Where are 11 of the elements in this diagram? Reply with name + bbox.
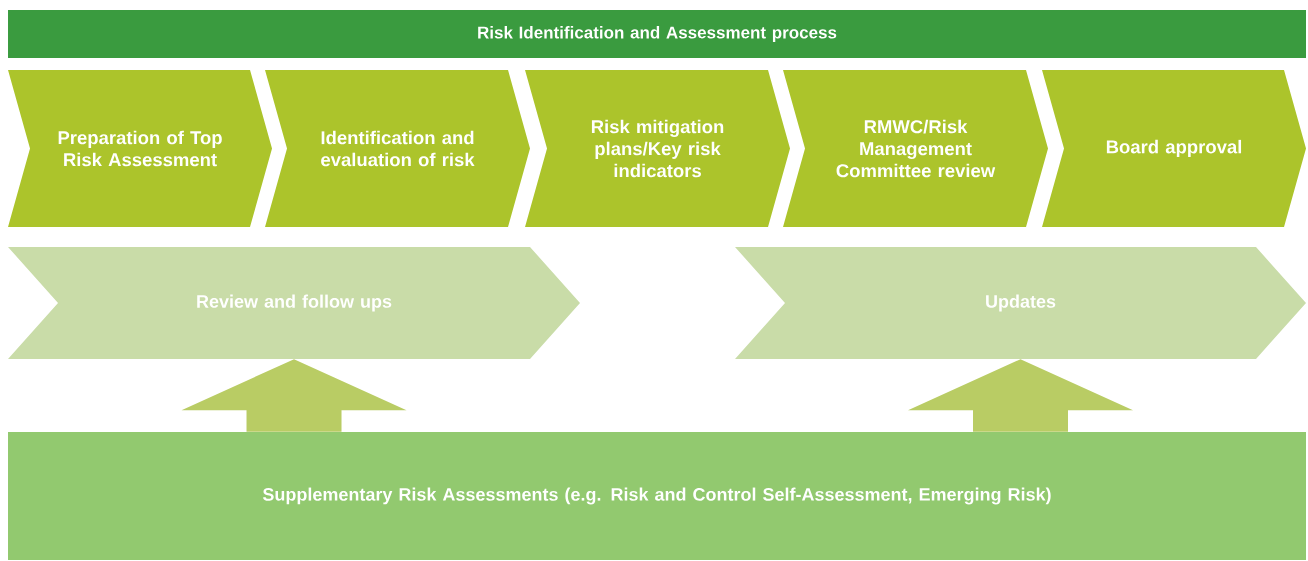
chevron-step: Review and follow ups <box>8 247 580 359</box>
chevron-step: Preparation of Top Risk Assessment <box>8 70 272 227</box>
banner-box: Risk Identification and Assessment process <box>8 10 1306 58</box>
block-arrow <box>908 359 1133 432</box>
banner-box: Supplementary Risk Assessments (e.g. Risk and Control Self-Assessment, Emerging Risk) <box>8 432 1306 560</box>
chevron-step: Board approval <box>1042 70 1306 227</box>
chevron-step: Identification and evaluation of risk <box>265 70 530 227</box>
block-arrow <box>181 359 407 432</box>
chevron-step: Risk mitigation plans/Key risk indicators <box>525 70 790 227</box>
chevron-step: RMWC/Risk Management Committee review <box>783 70 1048 227</box>
chevron-step: Updates <box>735 247 1306 359</box>
